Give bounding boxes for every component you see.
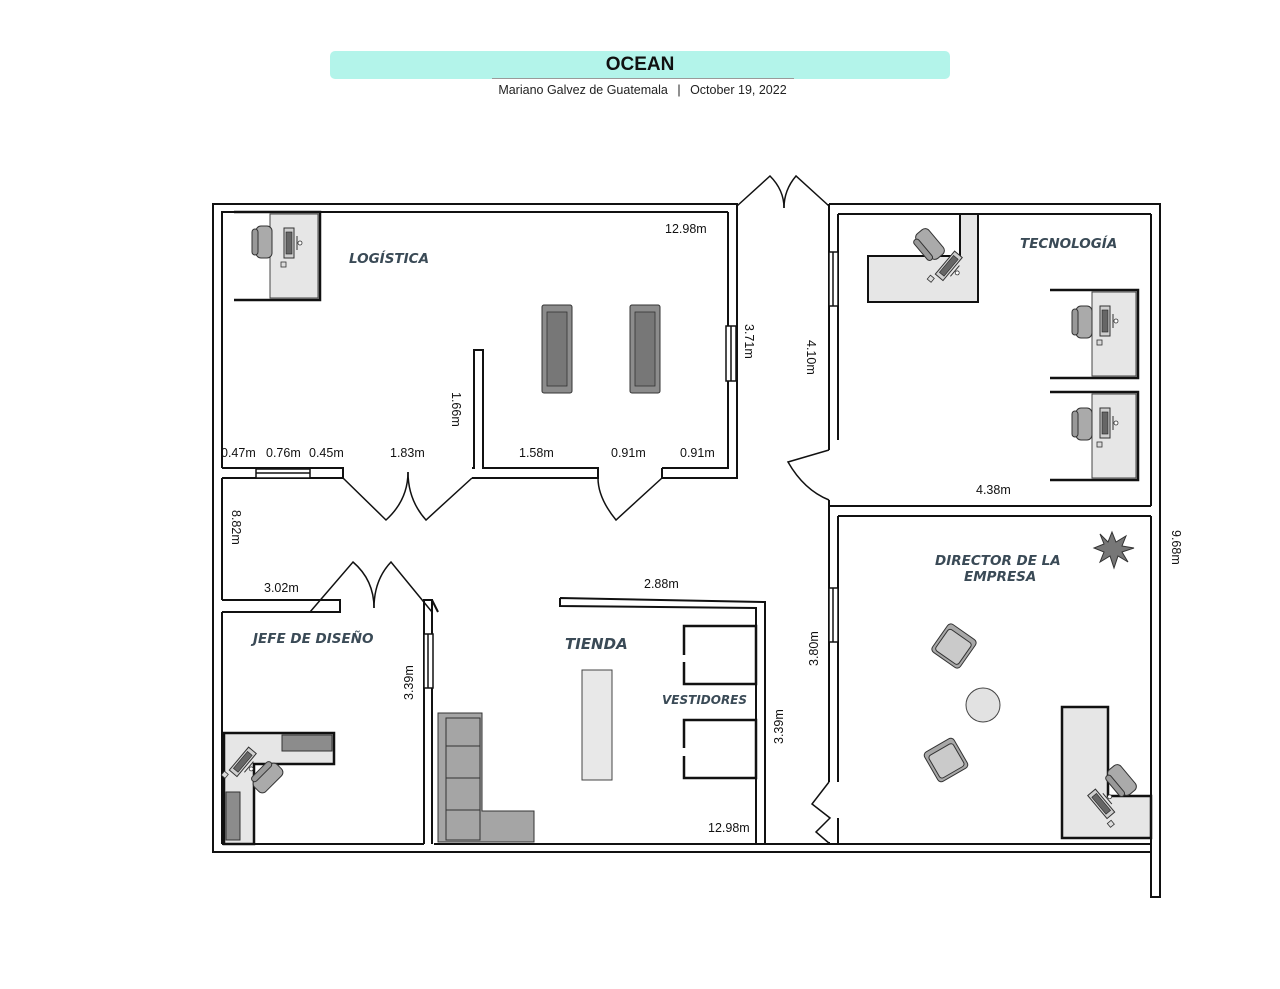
dim-seg-045: 0.45m bbox=[309, 446, 344, 460]
dim-top-length: 12.98m bbox=[665, 222, 707, 236]
document-date: October 19, 2022 bbox=[690, 83, 787, 97]
logistica-sofas bbox=[541, 304, 661, 394]
outer-wall-left-bottom bbox=[212, 203, 1152, 853]
director-plant bbox=[1092, 530, 1135, 570]
logistica-bottom-middle bbox=[472, 349, 599, 479]
logistica-right-outer bbox=[661, 206, 738, 479]
dim-logistica-door-wall: 3.71m bbox=[742, 324, 756, 359]
dim-vestidores-wall: 3.39m bbox=[772, 709, 786, 744]
logistica-right-inner bbox=[662, 212, 729, 469]
label-logistica: LOGÍSTICA bbox=[349, 250, 429, 267]
dim-left-height: 8.82m bbox=[229, 510, 243, 545]
dim-seg-047: 0.47m bbox=[221, 446, 256, 460]
dim-seg-091a: 0.91m bbox=[611, 446, 646, 460]
entrance-door-left bbox=[736, 174, 785, 209]
jefe-door-right bbox=[373, 560, 433, 613]
director-round-table bbox=[965, 687, 1001, 723]
title-bar: OCEAN bbox=[330, 51, 950, 79]
inner-wall-logistica bbox=[221, 211, 728, 468]
dim-tienda-top: 2.88m bbox=[644, 577, 679, 591]
subtitle-separator: | bbox=[677, 83, 681, 97]
tecnologia-desk-1 bbox=[1050, 288, 1140, 380]
tienda-display-table bbox=[581, 669, 613, 781]
dim-partition-height: 1.66m bbox=[449, 392, 463, 427]
dim-seg-076: 0.76m bbox=[266, 446, 301, 460]
dim-seg-183: 1.83m bbox=[390, 446, 425, 460]
entrance-door-right bbox=[783, 174, 830, 209]
tienda-top-partition bbox=[559, 597, 766, 845]
walls bbox=[212, 203, 1161, 898]
label-tienda: TIENDA bbox=[565, 635, 628, 653]
label-tecnologia: TECNOLOGÍA bbox=[1020, 235, 1117, 252]
dim-tecnologia-width: 4.38m bbox=[976, 483, 1011, 497]
jefe-corner bbox=[431, 599, 439, 613]
tecnologia-desk-2 bbox=[1050, 390, 1140, 482]
jefe-desk bbox=[220, 731, 336, 846]
tech-bottom-outer bbox=[828, 500, 1151, 507]
vestidores-booths bbox=[682, 624, 758, 780]
jefe-door-left bbox=[309, 560, 375, 613]
page-title: OCEAN bbox=[605, 54, 675, 75]
tecnologia-door bbox=[786, 449, 830, 501]
dim-jefe-wall: 3.39m bbox=[402, 665, 416, 700]
logistica-desk bbox=[234, 210, 322, 302]
dim-director-wall: 3.80m bbox=[807, 631, 821, 666]
label-director-line2: EMPRESA bbox=[964, 569, 1036, 585]
tecnologia-corner-desk bbox=[867, 213, 979, 303]
subtitle: Mariano Galvez de Guatemala | October 19… bbox=[330, 83, 955, 97]
label-jefe-diseno: JEFE DE DISEÑO bbox=[250, 630, 373, 647]
logistica-door-left bbox=[342, 471, 409, 522]
tienda-sofa bbox=[437, 712, 535, 843]
dim-seg-158: 1.58m bbox=[519, 446, 554, 460]
jefe-right-wall bbox=[423, 599, 433, 844]
dim-corridor-right: 4.10m bbox=[804, 340, 818, 375]
dim-bottom-length: 12.98m bbox=[708, 821, 750, 835]
label-director-line1: DIRECTOR DE LA bbox=[935, 553, 1061, 569]
doors bbox=[309, 174, 832, 845]
director-armchair-1 bbox=[929, 621, 979, 671]
organization-name: Mariano Galvez de Guatemala bbox=[498, 83, 668, 97]
dim-seg-091b: 0.91m bbox=[680, 446, 715, 460]
logistica-door-single bbox=[597, 477, 663, 522]
director-armchair-2 bbox=[922, 736, 970, 784]
title-underline bbox=[492, 78, 794, 79]
jefe-top-wall bbox=[222, 599, 341, 613]
right-outer-wall bbox=[829, 203, 1161, 898]
label-vestidores: VESTIDORES bbox=[662, 693, 747, 707]
director-desk bbox=[1060, 705, 1153, 840]
windows bbox=[255, 251, 839, 689]
dim-jefe-top: 3.02m bbox=[264, 581, 299, 595]
dim-total-height: 9.68m bbox=[1169, 530, 1183, 565]
director-door bbox=[810, 781, 832, 845]
logistica-door-right bbox=[407, 471, 473, 522]
